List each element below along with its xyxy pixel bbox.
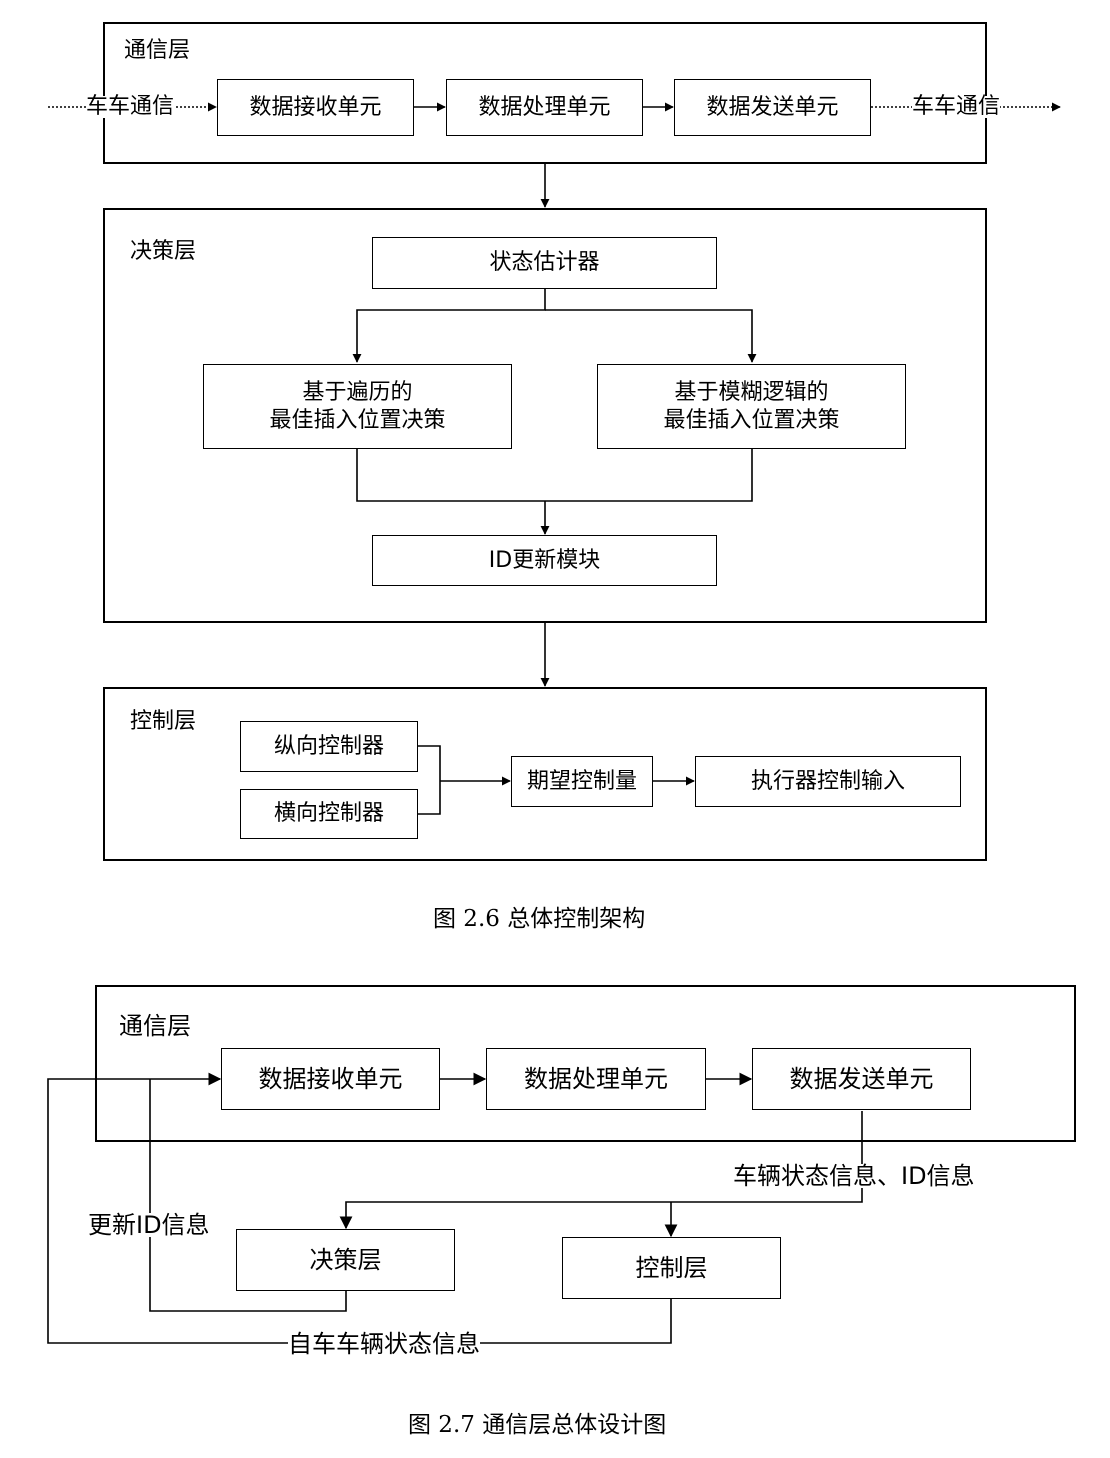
lateral-controller-box: 横向控制器 bbox=[240, 789, 418, 839]
fig27-comm-layer-frame bbox=[95, 985, 1076, 1142]
fig27-decision-layer-box: 决策层 bbox=[236, 1229, 455, 1291]
decision-layer-title: 决策层 bbox=[130, 239, 197, 264]
data-send-unit: 数据发送单元 bbox=[674, 79, 871, 136]
fig27-control-layer-box: 控制层 bbox=[562, 1237, 781, 1299]
control-layer-title: 控制层 bbox=[130, 709, 197, 734]
ego-vehicle-state-label: 自车车辆状态信息 bbox=[288, 1330, 480, 1358]
state-estimator-box: 状态估计器 bbox=[372, 237, 717, 289]
fig27-comm-layer-title: 通信层 bbox=[119, 1012, 191, 1040]
fig27-data-send-unit: 数据发送单元 bbox=[752, 1048, 971, 1110]
decision-layer-frame bbox=[103, 208, 987, 623]
comm-layer-title: 通信层 bbox=[124, 38, 191, 63]
update-id-label: 更新ID信息 bbox=[88, 1211, 210, 1239]
figure-2-7-caption: 图 2.7 通信层总体设计图 bbox=[408, 1412, 667, 1438]
traversal-decision-line1: 基于遍历的 bbox=[302, 380, 413, 405]
vehicle-state-id-label: 车辆状态信息、ID信息 bbox=[733, 1162, 975, 1190]
control-layer-frame bbox=[103, 687, 987, 861]
traversal-decision-line2: 最佳插入位置决策 bbox=[269, 407, 446, 433]
fuzzy-decision-box: 基于模糊逻辑的 最佳插入位置决策 bbox=[597, 364, 906, 449]
figure-2-6-caption: 图 2.6 总体控制架构 bbox=[433, 906, 646, 932]
desired-control-box: 期望控制量 bbox=[511, 756, 653, 807]
traversal-decision-box: 基于遍历的 最佳插入位置决策 bbox=[203, 364, 512, 449]
comm-layer-frame bbox=[103, 22, 987, 164]
fuzzy-decision-line2: 最佳插入位置决策 bbox=[663, 407, 840, 433]
actuator-input-box: 执行器控制输入 bbox=[695, 756, 961, 807]
fig27-data-process-unit: 数据处理单元 bbox=[486, 1048, 706, 1110]
fuzzy-decision-line1: 基于模糊逻辑的 bbox=[674, 380, 829, 405]
fig27-data-receive-unit: 数据接收单元 bbox=[221, 1048, 440, 1110]
longitudinal-controller-box: 纵向控制器 bbox=[240, 721, 418, 772]
id-update-box: ID更新模块 bbox=[372, 535, 717, 586]
v2v-output-label: 车车通信 bbox=[912, 94, 1001, 119]
data-process-unit: 数据处理单元 bbox=[446, 79, 643, 136]
v2v-input-label: 车车通信 bbox=[86, 94, 175, 119]
data-receive-unit: 数据接收单元 bbox=[217, 79, 414, 136]
